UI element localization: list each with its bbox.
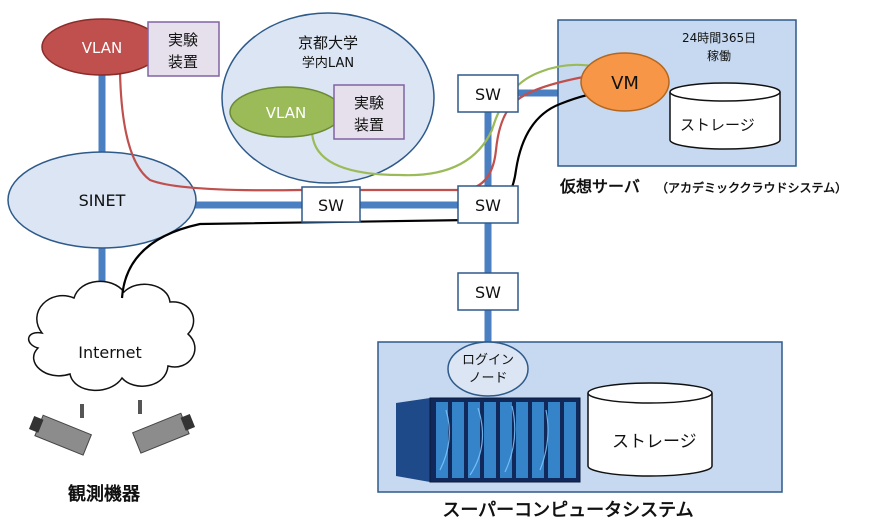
switch-right-top-label: SW [475, 85, 501, 104]
switch-right-low: SW [457, 272, 519, 311]
switch-right-mid-label: SW [475, 196, 501, 215]
login-node-line-1: ログイン [462, 353, 514, 368]
green-vlan-path [310, 63, 603, 177]
switch-right-mid: SW [457, 185, 519, 224]
sinet-label: SINET [79, 191, 126, 210]
sinet-cloud [7, 151, 197, 249]
camera-icon [28, 404, 93, 456]
experiment-device-1 [147, 21, 220, 77]
observation-label: 観測機器 [68, 483, 141, 505]
login-node-line-2: ノード [468, 371, 507, 386]
internet-label: Internet [78, 343, 142, 362]
login-node [447, 341, 529, 397]
vlan-green-label: VLAN [266, 104, 306, 122]
supercomputer-storage-label: ストレージ [612, 432, 697, 452]
switch-center-label: SW [318, 196, 344, 215]
camera-icon [131, 400, 196, 454]
availability-line-2: 稼働 [707, 48, 731, 63]
virtual-server-label: 仮想サーバ [559, 177, 640, 196]
device-1-line-1: 実験 [168, 31, 198, 49]
experiment-device-2 [333, 84, 405, 140]
vm-storage: ストレージ [669, 82, 781, 150]
device-2-line-1: 実験 [354, 94, 384, 112]
supercomputer-rack-image [396, 397, 581, 483]
device-1-line-2: 装置 [168, 53, 198, 71]
internet-cloud: Internet [28, 280, 196, 392]
supercomputer-storage: ストレージ [587, 382, 713, 477]
vm-node [580, 52, 670, 112]
supercomputer-label: スーパーコンピュータシステム [442, 500, 693, 521]
virtual-server-sublabel: （アカデミッククラウドシステム） [656, 180, 847, 195]
campus-lan-label-1: 京都大学 [298, 34, 358, 52]
campus-lan-label-2: 学内LAN [302, 55, 354, 71]
switch-right-low-label: SW [475, 283, 501, 302]
switch-center: SW [301, 186, 361, 223]
switch-right-top: SW [457, 74, 519, 113]
vm-storage-label: ストレージ [680, 116, 755, 134]
availability-line-1: 24時間365日 [682, 31, 756, 45]
vlan-red-label: VLAN [82, 39, 122, 57]
device-2-line-2: 装置 [354, 116, 384, 134]
vm-label: VM [611, 73, 639, 94]
